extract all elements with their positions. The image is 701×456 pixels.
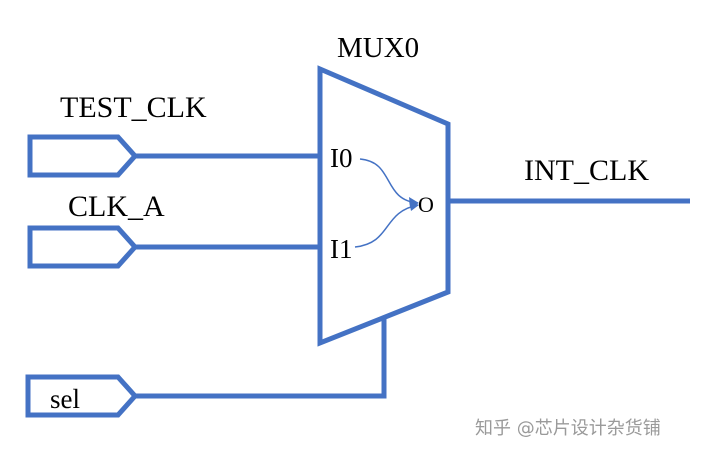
sel-wire [135, 318, 387, 399]
output-net-label: INT_CLK [524, 154, 649, 187]
clk-a-port [27, 225, 139, 269]
mux-output-label: O [418, 192, 434, 217]
i0-route-curve [359, 158, 419, 204]
clk-a-label: CLK_A [68, 190, 165, 223]
test-clk-port [27, 134, 139, 178]
watermark-text: 知乎 @芯片设计杂货铺 [475, 418, 661, 439]
mux-name-label: MUX0 [337, 32, 419, 64]
sel-label: sel [50, 384, 80, 414]
i1-route-curve [354, 204, 419, 248]
i1-route-arrowhead [409, 201, 419, 211]
sel-port [25, 374, 139, 418]
mux-input1-label: I1 [330, 234, 353, 264]
mux-body [317, 65, 451, 347]
test-clk-label: TEST_CLK [60, 91, 207, 124]
mux-input0-label: I0 [330, 143, 353, 173]
